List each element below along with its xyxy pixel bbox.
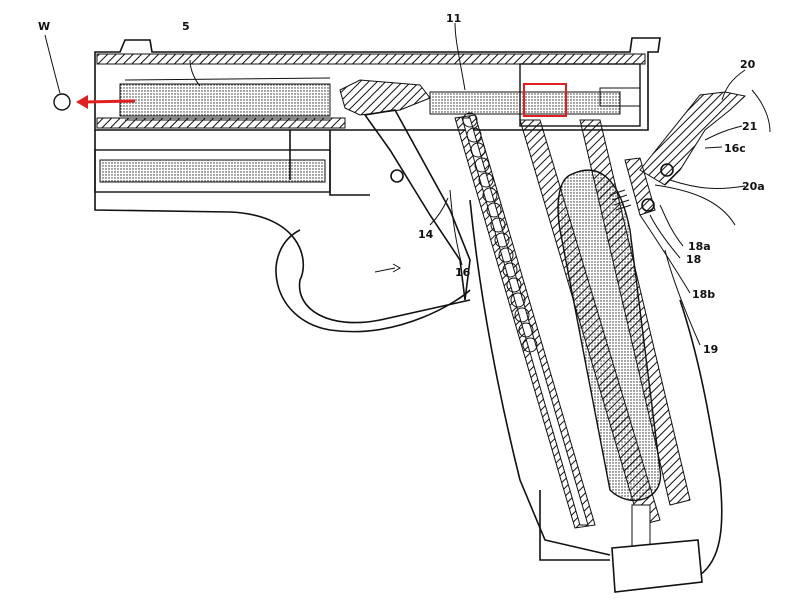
label-18b: 18b [692, 288, 715, 301]
label-20a: 20a [742, 180, 765, 193]
label-16c: 16c [724, 142, 746, 155]
label-w: W [38, 20, 50, 33]
frame [95, 110, 470, 332]
label-18: 18 [686, 253, 701, 266]
label-14: 14 [418, 228, 434, 241]
label-19: 19 [703, 343, 718, 356]
label-20: 20 [740, 58, 756, 71]
leader-lines [190, 23, 745, 345]
label-16: 16 [455, 266, 471, 279]
label-18a: 18a [688, 240, 711, 253]
label-11: 11 [446, 12, 461, 25]
co2-cylinder [520, 120, 702, 592]
breech-block [340, 80, 430, 115]
label-21: 21 [742, 120, 757, 133]
hammer [610, 90, 770, 225]
label-5: 5 [182, 20, 190, 33]
